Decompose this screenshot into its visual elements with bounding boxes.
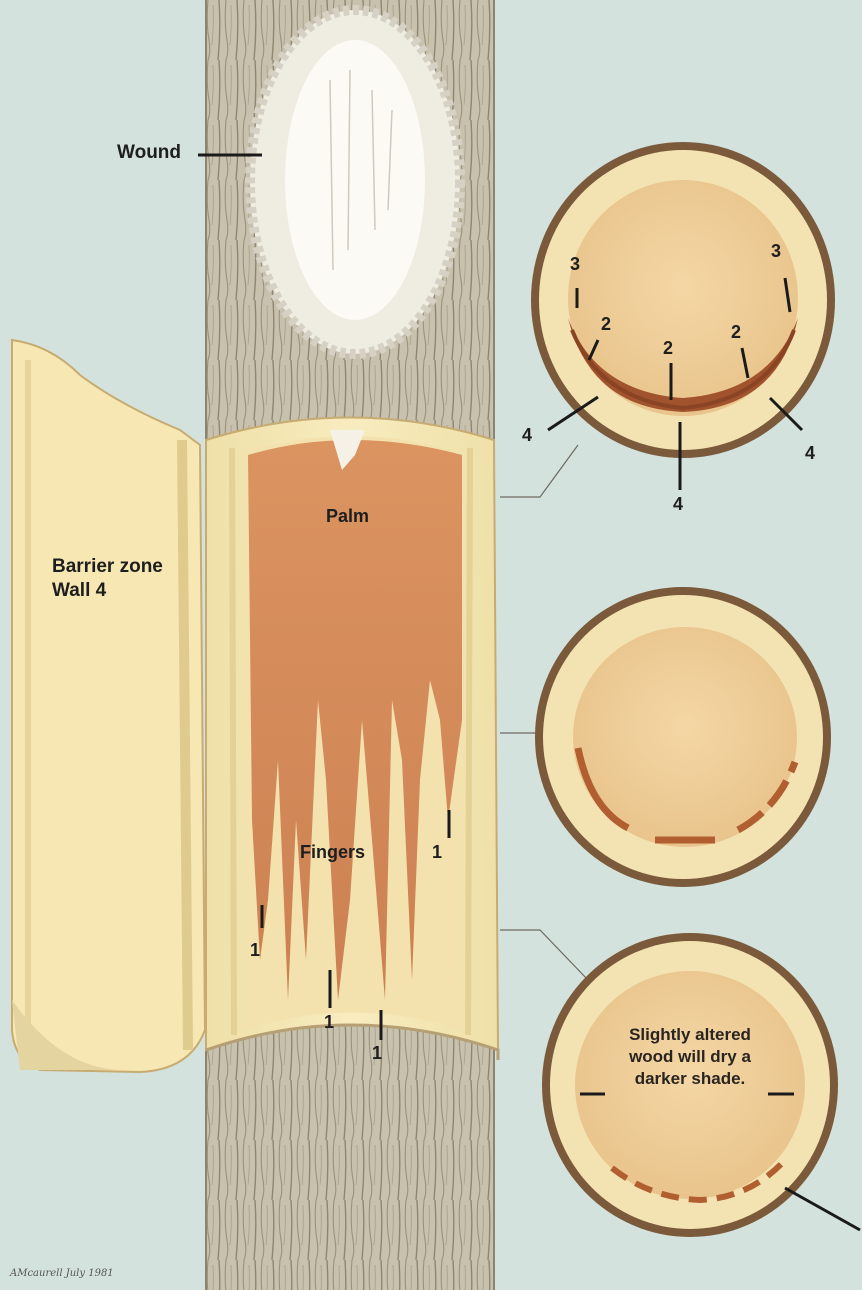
wall-1-label-c: 1 — [324, 1012, 334, 1033]
barrier-zone-shell — [12, 340, 205, 1072]
wall-2-label-left: 2 — [601, 314, 611, 335]
wall-1-label-a: 1 — [250, 940, 260, 961]
note-line-1: Slightly altered — [585, 1024, 795, 1046]
note-line-3: darker shade. — [585, 1068, 795, 1090]
wall-4-label: Wall 4 — [52, 580, 106, 602]
barrier-zone-label: Barrier zone — [52, 556, 163, 578]
fingers-label: Fingers — [300, 842, 365, 863]
wall-4-label-right: 4 — [805, 443, 815, 464]
palm-label: Palm — [326, 506, 369, 527]
wall-4-label-bottom: 4 — [673, 494, 683, 515]
wall-2-label-right: 2 — [731, 322, 741, 343]
wound-scar — [250, 10, 460, 354]
note-line-2: wood will dry a — [585, 1046, 795, 1068]
wall-3-label-right: 3 — [771, 241, 781, 262]
cross-section-middle — [535, 587, 831, 887]
altered-wood-note: Slightly altered wood will dry a darker … — [585, 1024, 795, 1090]
artist-signature: AMcaurell July 1981 — [10, 1268, 114, 1279]
wall-1-label-b: 1 — [432, 842, 442, 863]
wall-1-label-d: 1 — [372, 1043, 382, 1064]
wall-3-label-left: 3 — [570, 254, 580, 275]
wound-label: Wound — [117, 142, 181, 164]
wall-2-label-mid: 2 — [663, 338, 673, 359]
wall-4-label-left: 4 — [522, 425, 532, 446]
